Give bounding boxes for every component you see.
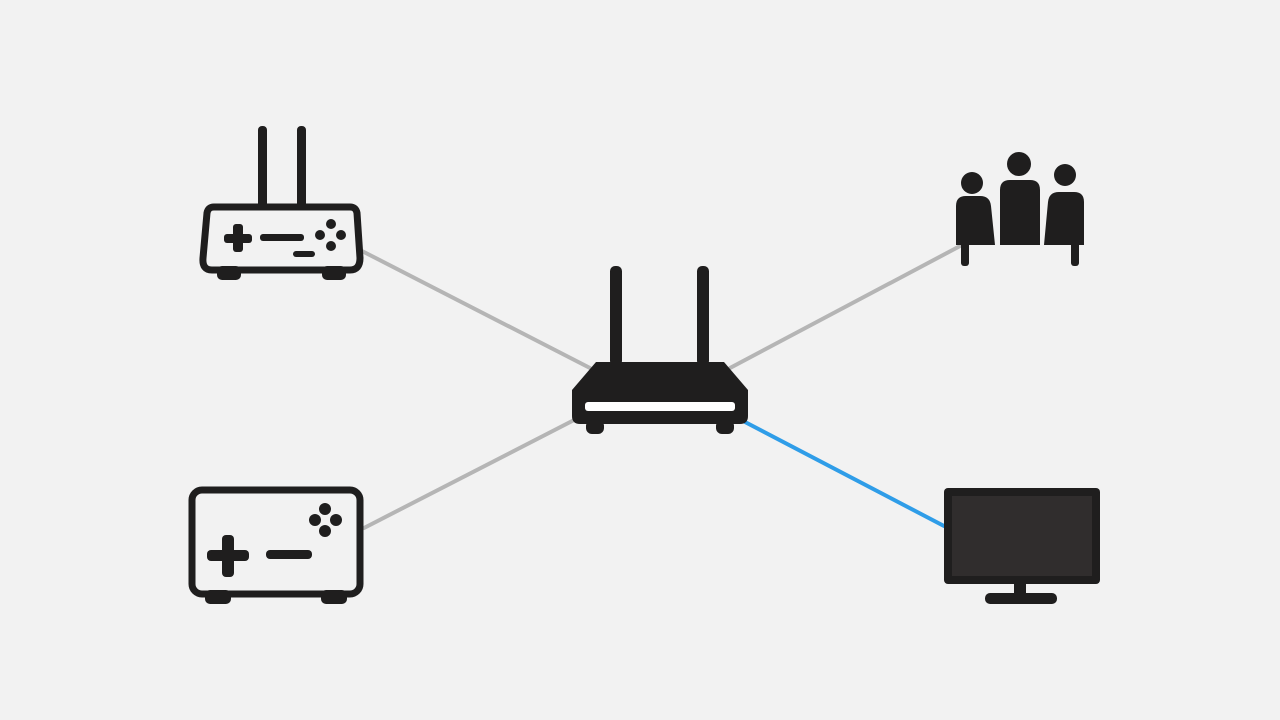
game-console-router-icon — [199, 126, 364, 280]
connection-links — [358, 243, 964, 530]
link-router-to-tv — [743, 420, 946, 528]
link-router-to-game-console-with-antennas — [358, 248, 592, 370]
game-console-icon — [188, 486, 364, 604]
family-icon — [956, 152, 1084, 266]
link-router-to-family — [728, 243, 964, 370]
wifi-router-icon — [572, 266, 748, 434]
tv-monitor-icon — [944, 488, 1100, 604]
tv-screen — [952, 496, 1092, 576]
link-router-to-game-console — [362, 416, 580, 530]
